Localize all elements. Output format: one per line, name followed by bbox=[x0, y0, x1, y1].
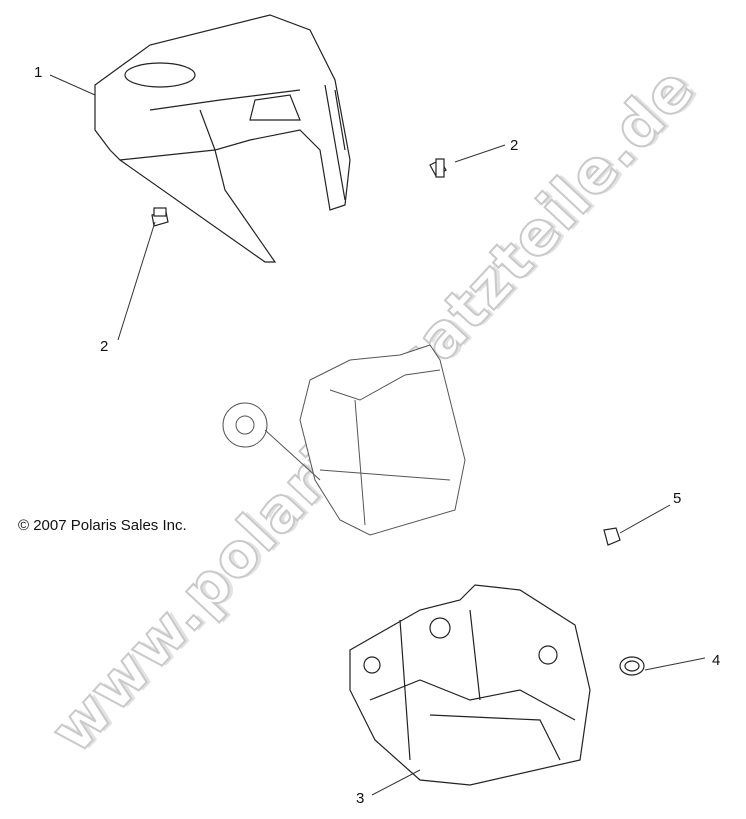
part-2-screw-lower bbox=[151, 207, 169, 227]
callout-4: 4 bbox=[712, 652, 721, 669]
part-1-hood bbox=[94, 14, 351, 263]
part-2-screw-upper bbox=[429, 158, 447, 178]
callout-2-lower: 2 bbox=[100, 338, 109, 355]
callout-1: 1 bbox=[34, 64, 43, 81]
copyright-text: © 2007 Polaris Sales Inc. bbox=[18, 517, 187, 534]
callout-3: 3 bbox=[356, 790, 365, 807]
part-3-housing bbox=[349, 584, 591, 786]
headlight-assembly bbox=[222, 344, 466, 536]
callout-2-upper: 2 bbox=[510, 137, 519, 154]
leader-lines bbox=[49, 74, 706, 796]
part-4-washer bbox=[619, 656, 645, 676]
callout-5: 5 bbox=[673, 490, 682, 507]
part-5-clip bbox=[603, 527, 621, 546]
